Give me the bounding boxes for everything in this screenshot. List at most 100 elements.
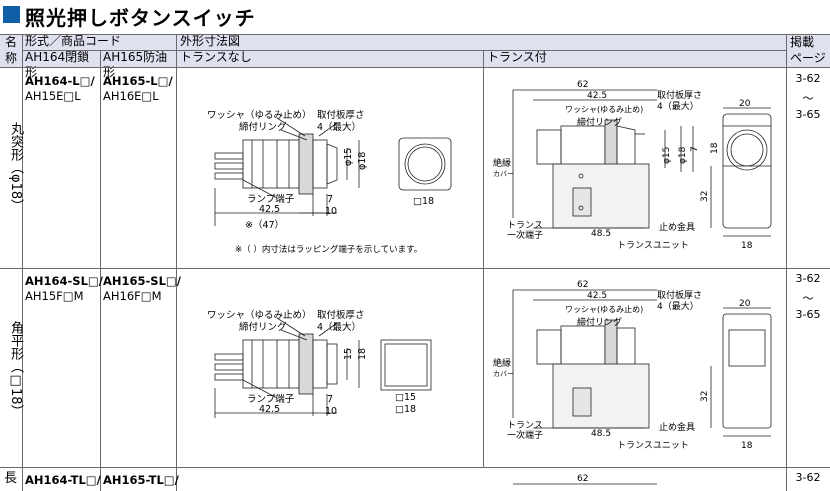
label-ring-trans: 締付リング	[577, 116, 622, 128]
dim-7-sq: 7	[327, 394, 333, 405]
label-plate-val-sq: 4（最大）	[317, 321, 361, 333]
row-2-page-sep: 〜	[802, 292, 814, 305]
row-3-model-1-code: AH164-TL□/	[25, 473, 101, 487]
grid-line	[483, 50, 484, 468]
row-1-model-1-code: AH164-L□/	[25, 74, 95, 88]
dim-sq18: □18	[413, 196, 434, 207]
header-name-bottom: 称	[4, 51, 17, 65]
dim-7: 7	[327, 194, 333, 205]
dim-42-5: 42.5	[259, 204, 280, 215]
row-2-model-1-code: AH164-SL□/	[25, 274, 103, 288]
title-bar: 照光押しボタンスイッチ	[0, 0, 830, 34]
label-plate: 取付板厚さ	[317, 109, 365, 121]
dim-phi18-trans: φ18	[678, 146, 688, 164]
row-1-model-2-sub: AH16E□L	[103, 89, 159, 103]
grid-line	[22, 50, 786, 51]
header-model-sub-2: AH165防油形	[100, 50, 176, 79]
label-trans-unit-sq: トランスユニット	[617, 440, 689, 451]
dim-32: 32	[700, 191, 710, 202]
dim-10: 10	[325, 206, 337, 217]
row-3-page-a: 3-62	[795, 471, 821, 484]
row-2-name: 角平形（□18）	[8, 320, 23, 418]
dim-20: 20	[739, 99, 751, 109]
label-plate-sq-trans: 取付板厚さ	[657, 289, 702, 301]
row-1-model-1: AH164-L□/ AH15E□L	[25, 74, 95, 104]
label-plate-trans: 取付板厚さ	[657, 89, 702, 101]
dim-47: ※（47）	[245, 219, 284, 231]
dim-sq15: □15	[395, 392, 416, 403]
row-2-page-b: 3-65	[795, 308, 821, 321]
dim-42-5-sq-trans: 42.5	[587, 291, 607, 301]
label-trans-2-sq: 一次端子	[507, 429, 543, 441]
row-2-model-2: AH165-SL□/ AH16F□M	[103, 274, 181, 304]
header-no-trans: トランスなし	[176, 50, 483, 67]
row-1-name: 丸突形（φ18）	[8, 121, 23, 213]
title-marker	[3, 6, 20, 23]
label-washer-trans: ワッシャ(ゆるみ止め)	[565, 104, 643, 114]
dim-18-bottom-sq: 18	[741, 441, 753, 451]
label-stop: 止め金具	[659, 221, 695, 233]
label-lamp: ランプ端子	[247, 193, 295, 205]
header-name-cell: 名 称	[0, 34, 22, 67]
label-cover-sq: カバー	[493, 370, 514, 378]
drawing-round-with-trans: 62 42.5 取付板厚さ 4（最大） ワッシャ(ゆるみ止め) 締付リング 絶縁…	[493, 80, 772, 251]
row-2-page-a: 3-62	[795, 272, 821, 285]
grid-line	[22, 34, 23, 491]
label-insulation-sq: 絶縁	[493, 357, 511, 369]
grid-line	[786, 34, 787, 491]
row-2-model-1-sub: AH15F□M	[25, 289, 84, 303]
dim-48-5: 48.5	[591, 229, 611, 239]
dim-phi18: φ18	[357, 152, 368, 170]
dim-32-sq: 32	[700, 391, 710, 402]
label-stop-sq: 止め金具	[659, 421, 695, 433]
row-3-model-2-code: AH165-TL□/	[103, 473, 179, 487]
dim-7-trans: 7	[690, 146, 700, 152]
label-ring-sq-trans: 締付リング	[577, 316, 622, 328]
dim-phi15: φ15	[343, 148, 354, 166]
label-trans-1: トランス	[507, 220, 543, 231]
label-trans-2: 一次端子	[507, 229, 543, 241]
label-trans-unit: トランスユニット	[617, 240, 689, 251]
label-plate-val-sq-trans: 4（最大）	[657, 300, 699, 312]
row-2-model-1: AH164-SL□/ AH15F□M	[25, 274, 103, 304]
dim-62: 62	[577, 80, 588, 90]
header-outline: 外形寸法図	[176, 34, 786, 50]
drawing-square-with-trans: 62 42.5 取付板厚さ 4（最大） ワッシャ(ゆるみ止め) 締付リング 絶縁…	[493, 280, 772, 451]
label-plate-val: 4（最大）	[317, 121, 361, 133]
header-page-top: 掲載	[790, 35, 815, 49]
grid-line	[0, 67, 830, 68]
row-1-page-a: 3-62	[795, 72, 821, 85]
drawing-round-no-trans: ワッシャ（ゆるみ止め） 締付リング 取付板厚さ 4（最大） ランプ端子 42.5…	[207, 109, 452, 255]
dim-20-sq: 20	[739, 299, 751, 309]
header-name-top: 名	[4, 35, 17, 49]
label-plate-val-trans: 4（最大）	[657, 100, 699, 112]
label-insulation: 絶縁	[493, 157, 511, 169]
label-ring: 締付リング	[239, 121, 287, 133]
header-with-trans: トランス付	[483, 50, 786, 67]
label-washer: ワッシャ（ゆるみ止め）	[207, 109, 312, 121]
row-3-name: 長	[4, 471, 18, 486]
row-2-model-2-sub: AH16F□M	[103, 289, 162, 303]
dim-18-side: 18	[710, 142, 720, 154]
drawing-long-with-trans-partial: 62	[513, 474, 657, 485]
dim-15-sq: 15	[343, 348, 354, 360]
row-2-model-2-code: AH165-SL□/	[103, 274, 181, 288]
label-cover: カバー	[493, 170, 514, 178]
dim-62-long: 62	[577, 474, 588, 484]
dim-18-sq: 18	[357, 348, 368, 360]
header-model-sub-1: AH164閉鎖形	[22, 50, 100, 79]
grid-line	[100, 50, 101, 491]
row-1-model-2: AH165-L□/ AH16E□L	[103, 74, 173, 104]
label-washer-sq-trans: ワッシャ(ゆるみ止め)	[565, 304, 643, 314]
grid-line	[176, 34, 177, 491]
spec-table: 名 称 形式／商品コード AH164閉鎖形 AH165防油形 外形寸法図 トラン…	[0, 34, 830, 491]
dim-phi15-trans: φ15	[662, 147, 672, 164]
dim-sq18-sq: □18	[395, 404, 416, 415]
label-plate-sq: 取付板厚さ	[317, 309, 365, 321]
grid-line	[0, 34, 830, 35]
dim-42-5-trans: 42.5	[587, 91, 607, 101]
dim-10-sq: 10	[325, 406, 337, 417]
label-ring-sq: 締付リング	[239, 321, 287, 333]
header-page-bottom: ページ	[790, 51, 826, 65]
dim-42-5-sq: 42.5	[259, 404, 280, 415]
